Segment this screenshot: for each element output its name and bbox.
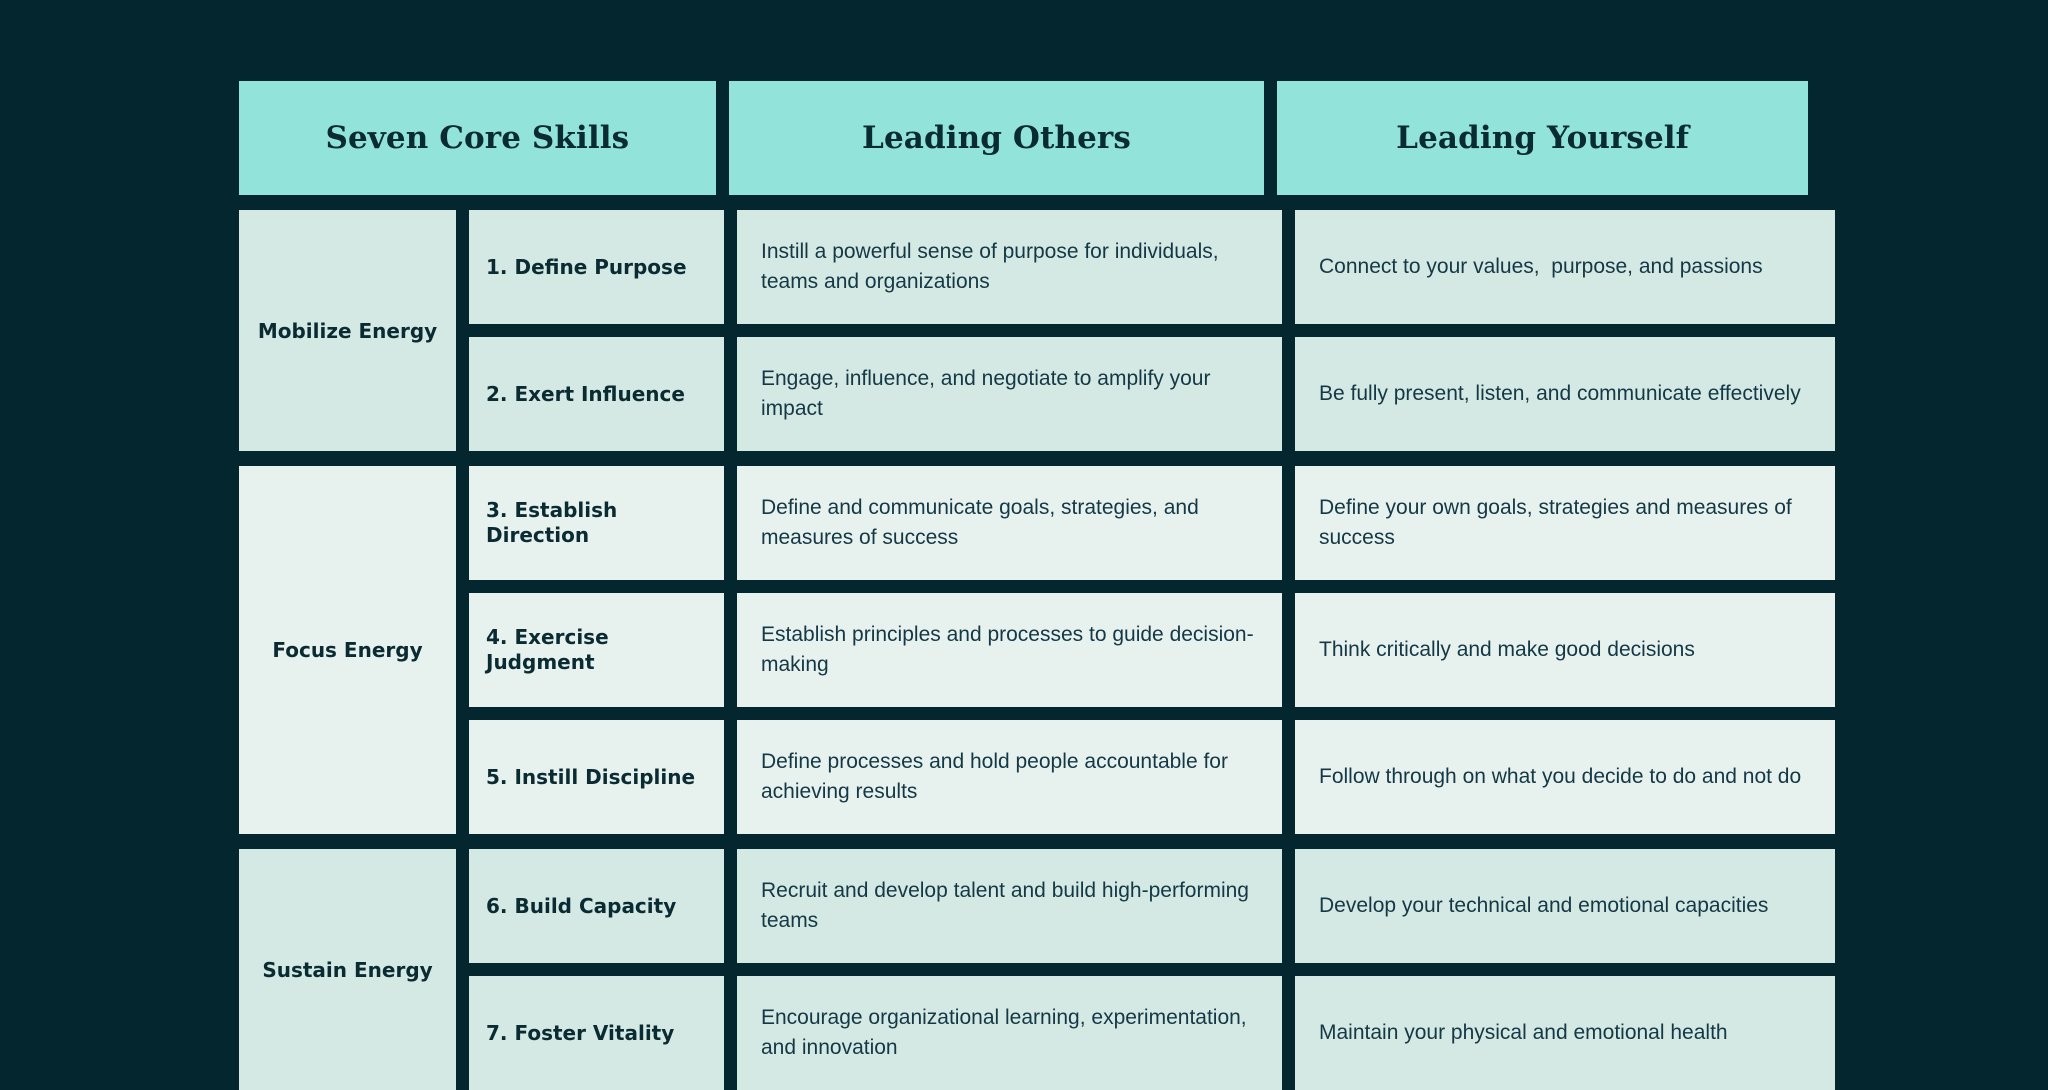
skill-name-exercise-judgment: 4. Exercise Judgment bbox=[469, 593, 724, 707]
skill-name-exert-influence: 2. Exert Influence bbox=[469, 337, 724, 451]
column-gutter bbox=[456, 210, 469, 451]
table-row: 5. Instill Discipline Define processes a… bbox=[469, 720, 1835, 834]
skill-name-instill-discipline: 5. Instill Discipline bbox=[469, 720, 724, 834]
skill-name-establish-direction: 3. Establish Direction bbox=[469, 466, 724, 580]
leading-others-description: Instill a powerful sense of purpose for … bbox=[737, 210, 1282, 324]
table-row: 4. Exercise Judgment Establish principle… bbox=[469, 593, 1835, 707]
leading-others-description: Define processes and hold people account… bbox=[737, 720, 1282, 834]
leading-yourself-description: Define your own goals, strategies and me… bbox=[1295, 466, 1835, 580]
skill-name-foster-vitality: 7. Foster Vitality bbox=[469, 976, 724, 1090]
group-mobilize-energy: Mobilize Energy 1. Define Purpose Instil… bbox=[239, 210, 1835, 451]
column-header-leading-others: Leading Others bbox=[728, 81, 1265, 195]
column-gutter bbox=[724, 593, 737, 707]
column-gutter bbox=[456, 466, 469, 834]
table-row: 2. Exert Influence Engage, influence, an… bbox=[469, 337, 1835, 451]
table-row: 1. Define Purpose Instill a powerful sen… bbox=[469, 210, 1835, 324]
category-label-sustain-energy: Sustain Energy bbox=[239, 849, 456, 1090]
column-gutter bbox=[1282, 976, 1295, 1090]
skill-name-define-purpose: 1. Define Purpose bbox=[469, 210, 724, 324]
table-row: 7. Foster Vitality Encourage organizatio… bbox=[469, 976, 1835, 1090]
leading-yourself-description: Follow through on what you decide to do … bbox=[1295, 720, 1835, 834]
leading-others-description: Encourage organizational learning, exper… bbox=[737, 976, 1282, 1090]
category-label-focus-energy: Focus Energy bbox=[239, 466, 456, 834]
column-gutter bbox=[724, 466, 737, 580]
skill-name-build-capacity: 6. Build Capacity bbox=[469, 849, 724, 963]
group-rows: 3. Establish Direction Define and commun… bbox=[469, 466, 1835, 834]
leading-yourself-description: Think critically and make good decisions bbox=[1295, 593, 1835, 707]
column-gutter bbox=[1282, 720, 1295, 834]
leading-others-description: Define and communicate goals, strategies… bbox=[737, 466, 1282, 580]
column-gutter bbox=[724, 337, 737, 451]
column-gutter bbox=[1282, 210, 1295, 324]
category-label-mobilize-energy: Mobilize Energy bbox=[239, 210, 456, 451]
table-row: 3. Establish Direction Define and commun… bbox=[469, 466, 1835, 580]
header-gutter bbox=[716, 81, 729, 195]
column-header-seven-core-skills: Seven Core Skills bbox=[239, 81, 716, 195]
column-gutter bbox=[456, 849, 469, 1090]
column-gutter bbox=[724, 976, 737, 1090]
group-rows: 6. Build Capacity Recruit and develop ta… bbox=[469, 849, 1835, 1090]
seven-core-skills-matrix: Seven Core Skills Leading Others Leading… bbox=[239, 81, 1835, 1090]
column-gutter bbox=[1282, 337, 1295, 451]
group-focus-energy: Focus Energy 3. Establish Direction Defi… bbox=[239, 466, 1835, 834]
leading-yourself-description: Maintain your physical and emotional hea… bbox=[1295, 976, 1835, 1090]
column-gutter bbox=[1282, 593, 1295, 707]
leading-others-description: Recruit and develop talent and build hig… bbox=[737, 849, 1282, 963]
table-row: 6. Build Capacity Recruit and develop ta… bbox=[469, 849, 1835, 963]
header-gutter bbox=[1264, 81, 1277, 195]
table-header-row: Seven Core Skills Leading Others Leading… bbox=[239, 81, 1808, 195]
group-sustain-energy: Sustain Energy 6. Build Capacity Recruit… bbox=[239, 849, 1835, 1090]
column-gutter bbox=[1282, 466, 1295, 580]
leading-others-description: Engage, influence, and negotiate to ampl… bbox=[737, 337, 1282, 451]
leading-yourself-description: Develop your technical and emotional cap… bbox=[1295, 849, 1835, 963]
column-gutter bbox=[724, 849, 737, 963]
leading-yourself-description: Connect to your values, purpose, and pas… bbox=[1295, 210, 1835, 324]
column-gutter bbox=[724, 210, 737, 324]
group-rows: 1. Define Purpose Instill a powerful sen… bbox=[469, 210, 1835, 451]
column-gutter bbox=[724, 720, 737, 834]
leading-yourself-description: Be fully present, listen, and communicat… bbox=[1295, 337, 1835, 451]
column-gutter bbox=[1282, 849, 1295, 963]
leading-others-description: Establish principles and processes to gu… bbox=[737, 593, 1282, 707]
column-header-leading-yourself: Leading Yourself bbox=[1277, 81, 1808, 195]
